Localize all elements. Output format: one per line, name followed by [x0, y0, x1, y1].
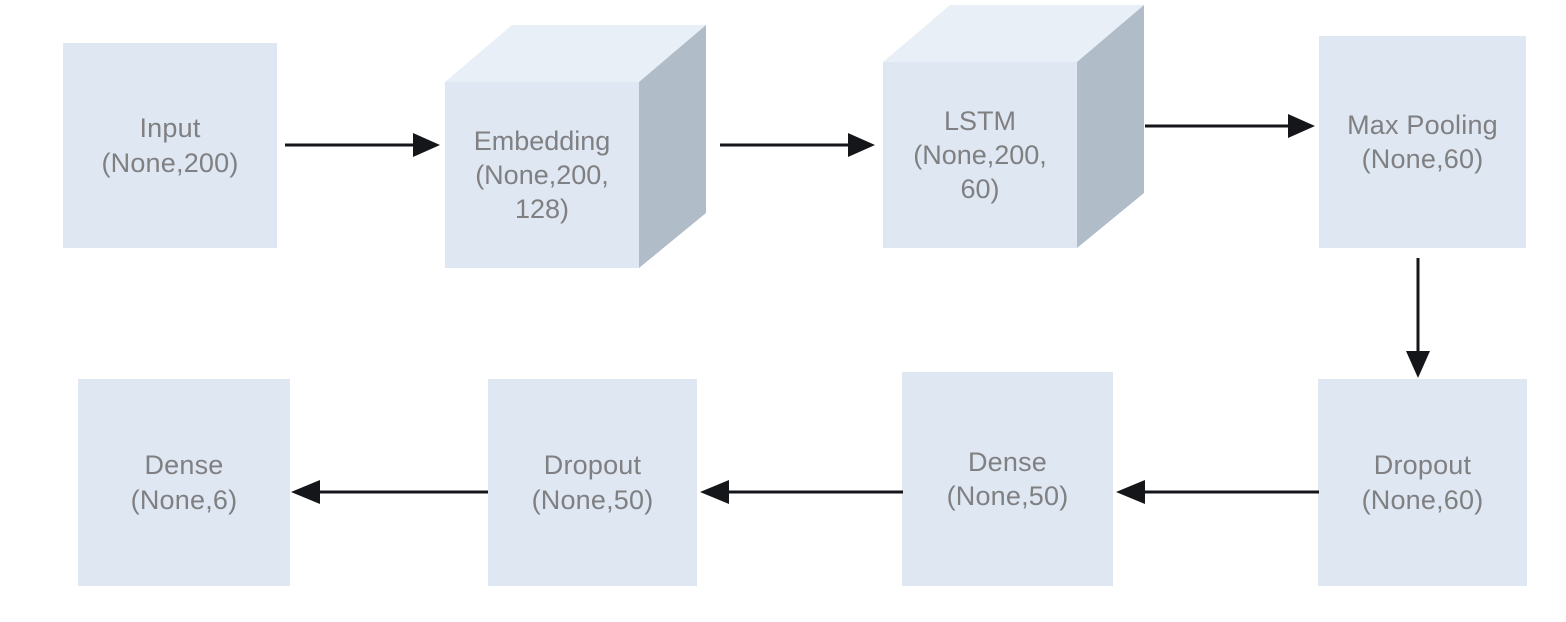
node-dense-50[interactable]: Dense (None,50) — [902, 372, 1113, 586]
node-dense-6[interactable]: Dense (None,6) — [78, 379, 290, 586]
edge-lstm-to-max-pooling — [1145, 111, 1320, 141]
edge-dense-50-to-dropout-50 — [697, 477, 905, 507]
edge-input-to-embedding — [285, 130, 445, 160]
node-input[interactable]: Input (None,200) — [63, 43, 277, 248]
embedding-cube-shape — [445, 25, 706, 268]
node-max-pooling[interactable]: Max Pooling (None,60) — [1319, 36, 1526, 248]
edge-dropout-60-to-dense-50 — [1113, 477, 1321, 507]
edge-dropout-50-to-dense-6 — [288, 477, 490, 507]
node-lstm[interactable]: LSTM (None,200, 60) — [883, 5, 1145, 250]
node-embedding[interactable]: Embedding (None,200, 128) — [445, 25, 707, 270]
lstm-cube-shape — [883, 5, 1144, 248]
node-dropout-60[interactable]: Dropout (None,60) — [1318, 379, 1527, 586]
edge-max-pooling-to-dropout-60 — [1403, 258, 1433, 380]
edge-embedding-to-lstm — [720, 130, 880, 160]
node-dropout-50[interactable]: Dropout (None,50) — [488, 379, 697, 586]
